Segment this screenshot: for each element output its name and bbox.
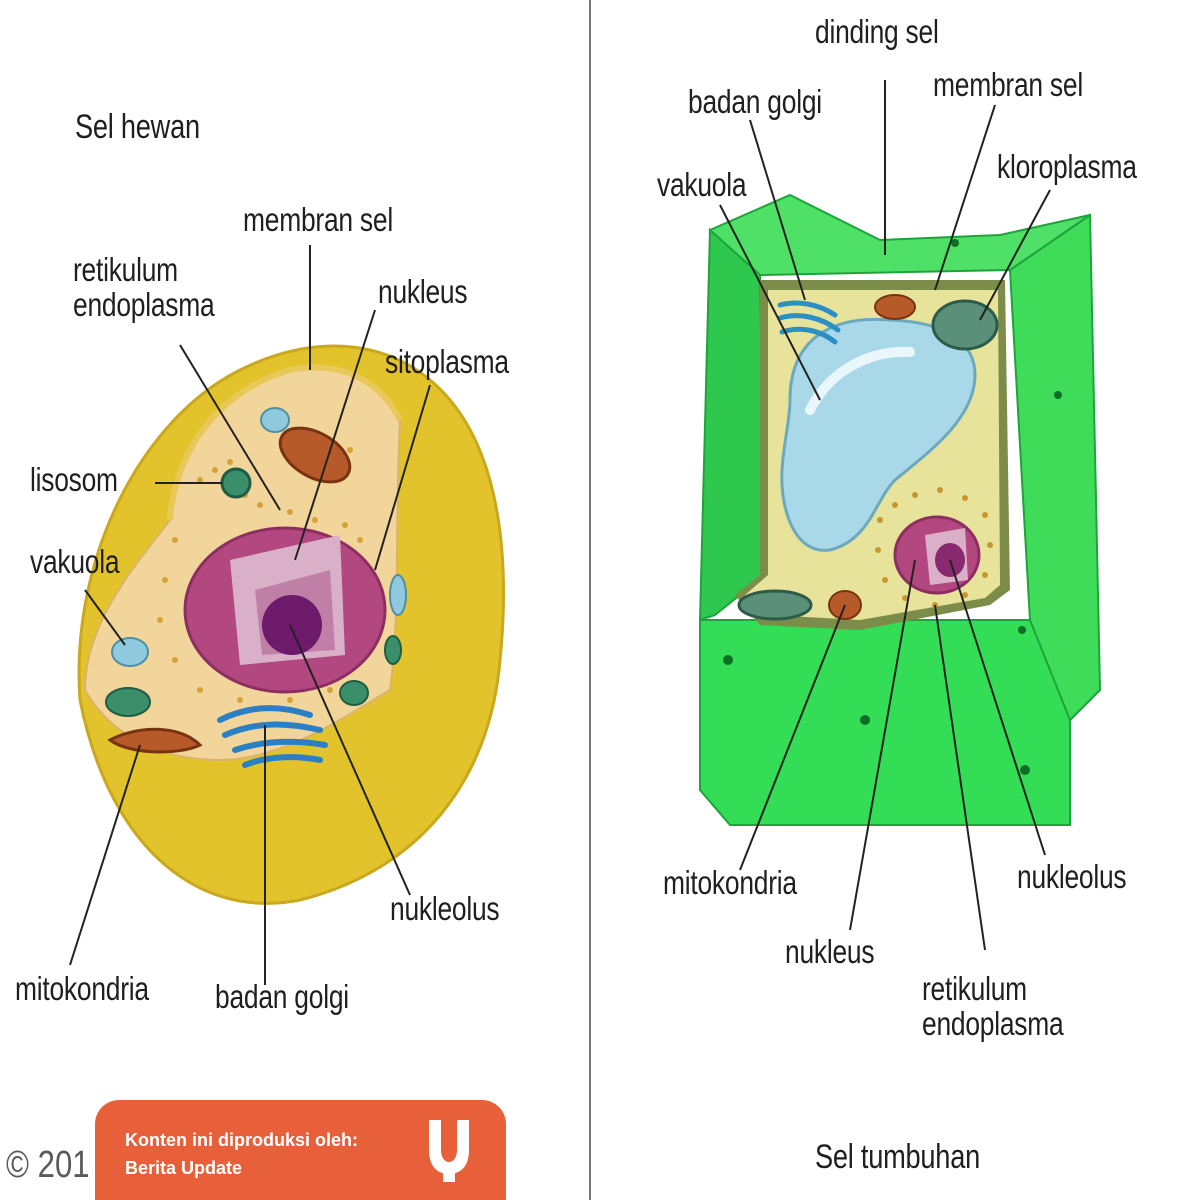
label-animal-membran-sel: membran sel	[243, 201, 393, 238]
label-plant-nukleolus: nukleolus	[1017, 858, 1127, 895]
animal-leader-lines	[69, 245, 431, 985]
label-animal-nukleolus: nukleolus	[390, 890, 500, 927]
animal-cell-illustration	[77, 344, 505, 905]
animal-nucleolus	[262, 595, 322, 655]
animal-organelle	[105, 687, 151, 717]
plant-vacuole-highlight	[805, 346, 915, 415]
plant-chloroplast	[931, 299, 999, 351]
label-plant-vakuola: vakuola	[657, 166, 747, 203]
animal-organelle-3	[384, 635, 402, 665]
banner-line-1: Konten ini diproduksi oleh:	[125, 1130, 358, 1150]
label-plant-retikulum-endoplasma: retikulum endoplasma	[922, 970, 1064, 1042]
plant-leader-lines	[719, 80, 1051, 951]
copyright-text: © 201	[6, 1144, 90, 1186]
animal-lysosome	[220, 467, 252, 499]
kumparan-logo-icon	[429, 1120, 469, 1182]
animal-organelle-2	[339, 680, 369, 706]
animal-vacuole-3	[389, 574, 407, 616]
label-animal-retikulum-endoplasma: retikulum endoplasma	[73, 251, 215, 323]
plant-mitochondrion	[874, 294, 916, 320]
animal-vacuole-2	[260, 407, 290, 433]
plant-er-dots	[875, 487, 993, 608]
animal-mitochondrion-1	[107, 727, 203, 754]
label-animal-sitoplasma: sitoplasma	[385, 343, 509, 380]
label-plant-nukleus: nukleus	[785, 933, 875, 970]
plant-cell-title: Sel tumbuhan	[815, 1138, 980, 1176]
label-plant-mitokondria: mitokondria	[663, 864, 797, 901]
label-animal-vakuola: vakuola	[30, 543, 120, 580]
animal-cell-membrane-edge	[167, 364, 403, 521]
label-plant-badan-golgi: badan golgi	[688, 83, 822, 120]
label-animal-mitokondria: mitokondria	[15, 970, 149, 1007]
banner-line-2: Berita Update	[125, 1158, 243, 1178]
plant-cell-wall-left	[698, 227, 767, 622]
label-plant-kloroplasma: kloroplasma	[997, 148, 1137, 185]
animal-golgi	[217, 705, 328, 768]
animal-cell-title: Sel hewan	[75, 108, 200, 146]
plant-cell-illustration	[698, 193, 1102, 826]
plant-cell-wall-top	[708, 193, 1091, 277]
label-animal-lisosom: lisosom	[30, 461, 118, 498]
label-plant-dinding-sel: dinding sel	[815, 13, 939, 50]
animal-vacuole	[111, 637, 149, 667]
plant-chloroplast-2	[737, 589, 813, 621]
plant-golgi	[777, 300, 841, 345]
label-animal-nukleus: nukleus	[378, 273, 468, 310]
content-producer-banner[interactable]: Konten ini diproduksi oleh: Berita Updat…	[95, 1100, 506, 1200]
label-plant-membran-sel: membran sel	[933, 66, 1083, 103]
label-animal-badan-golgi: badan golgi	[215, 978, 349, 1015]
plant-wall-pits	[723, 239, 1062, 775]
